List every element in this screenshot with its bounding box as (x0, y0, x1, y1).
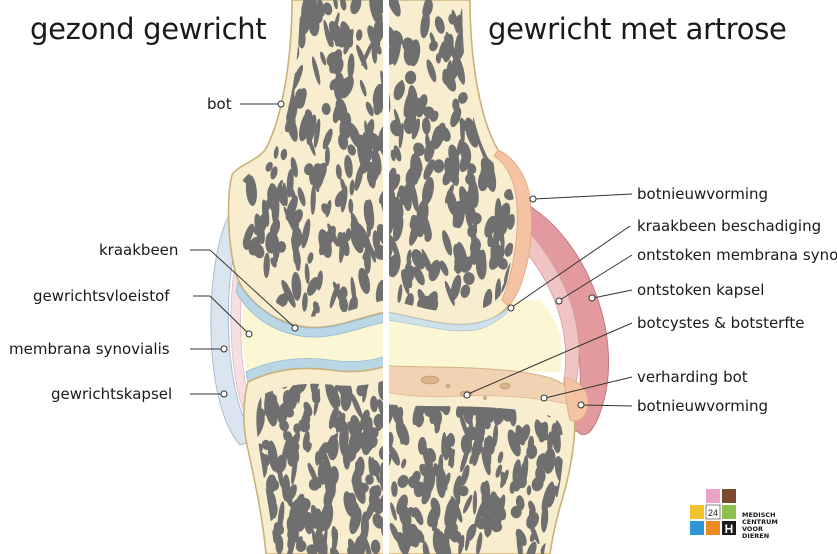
label-membrana-synovialis: membrana synovialis (9, 340, 170, 358)
trabecula (269, 56, 279, 86)
trabecula (255, 539, 260, 554)
trabecula (494, 45, 510, 62)
logo-wordmark: MEDISCH CENTRUM VOOR DIEREN (742, 512, 778, 540)
logo-tile (722, 489, 736, 503)
logo-number: 24 (708, 508, 718, 518)
trabecula (233, 103, 248, 125)
healthy-joint (211, 0, 395, 554)
trabecula (283, 12, 288, 30)
trabecula (247, 121, 257, 144)
trabecula (505, 61, 518, 93)
logo-letter: H (725, 522, 734, 536)
label-ontstoken-kapsel: ontstoken kapsel (637, 281, 764, 299)
trabecula (257, 45, 275, 76)
trabecula (450, 151, 459, 182)
trabecula (259, 0, 269, 7)
trabecula (275, 535, 283, 554)
trabecula (267, 21, 278, 53)
trabecula (255, 68, 268, 86)
logo-tile (690, 505, 704, 519)
trabecula (266, 69, 275, 86)
center-divider (383, 0, 389, 554)
trabecula (253, 54, 262, 67)
trabecula (234, 140, 247, 164)
logo-tile (706, 521, 720, 535)
label-verharding-bot: verharding bot (637, 368, 748, 386)
trabecula (249, 118, 262, 137)
trabecula (244, 59, 257, 80)
label-kraakbeen: kraakbeen (99, 241, 178, 259)
trabecula (511, 506, 522, 518)
trabecula (252, 41, 267, 73)
label-gewrichtsvloeistof: gewrichtsvloeistof (33, 287, 170, 305)
trabecula (244, 70, 252, 92)
logo-tile (722, 505, 736, 519)
label-botcystes: botcystes & botsterfte (637, 314, 804, 332)
trabecula (488, 62, 499, 75)
label-kraakbeen-beschadiging: kraakbeen beschadiging (637, 217, 821, 235)
arthrosis-joint-title: gewricht met artrose (488, 12, 787, 46)
trabecula (329, 466, 339, 485)
trabecula (276, 0, 288, 13)
trabecula (280, 32, 286, 46)
trabecula (245, 84, 262, 110)
label-botnieuwvorming-bottom: botnieuwvorming (637, 397, 768, 415)
label-bot: bot (207, 95, 232, 113)
trabecula (487, 109, 495, 120)
label-ontstoken-membrana: ontstoken membrana synovialis (637, 246, 837, 264)
trabecula (232, 86, 249, 114)
label-botnieuwvorming-top: botnieuwvorming (637, 185, 768, 203)
trabecula (274, 71, 282, 101)
trabecula (488, 88, 500, 110)
healthy-joint-title: gezond gewricht (30, 12, 266, 46)
trabecula (485, 78, 503, 105)
logo-tile (690, 521, 704, 535)
trabecula (494, 90, 507, 119)
trabecula (483, 59, 491, 71)
logo-line: DIEREN (742, 533, 778, 540)
label-gewrichtskapsel: gewrichtskapsel (51, 385, 172, 403)
trabecula (239, 65, 251, 76)
logo-tile (706, 489, 720, 503)
trabecula (253, 0, 264, 10)
arthrosis-joint (379, 0, 609, 554)
trabecula (279, 41, 286, 58)
trabecula (250, 137, 261, 149)
trabecula (490, 69, 501, 86)
trabecula (508, 84, 523, 115)
